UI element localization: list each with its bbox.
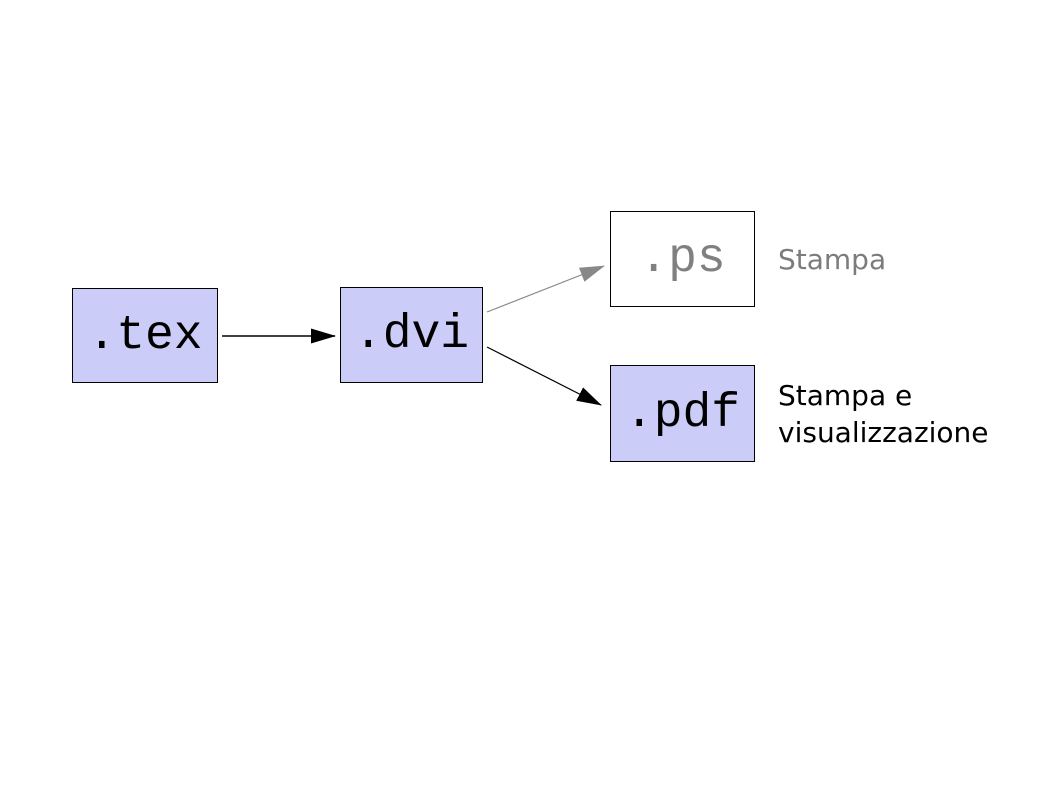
node-dvi-label: .dvi xyxy=(353,308,470,362)
annotation-stampa: Stampa xyxy=(778,243,887,276)
arrow-dvi-to-pdf xyxy=(486,346,602,406)
node-pdf-label: .pdf xyxy=(624,386,741,441)
arrow-dvi-to-ps xyxy=(486,265,605,313)
node-ps: .ps xyxy=(610,211,755,307)
node-tex: .tex xyxy=(72,288,218,383)
node-pdf: .pdf xyxy=(610,365,755,462)
annotation-stampa-e-visualizzazione: Stampa e visualizzazione xyxy=(778,379,989,449)
node-dvi: .dvi xyxy=(340,287,483,383)
node-tex-label: .tex xyxy=(87,308,203,363)
node-ps-label: .ps xyxy=(639,232,726,286)
